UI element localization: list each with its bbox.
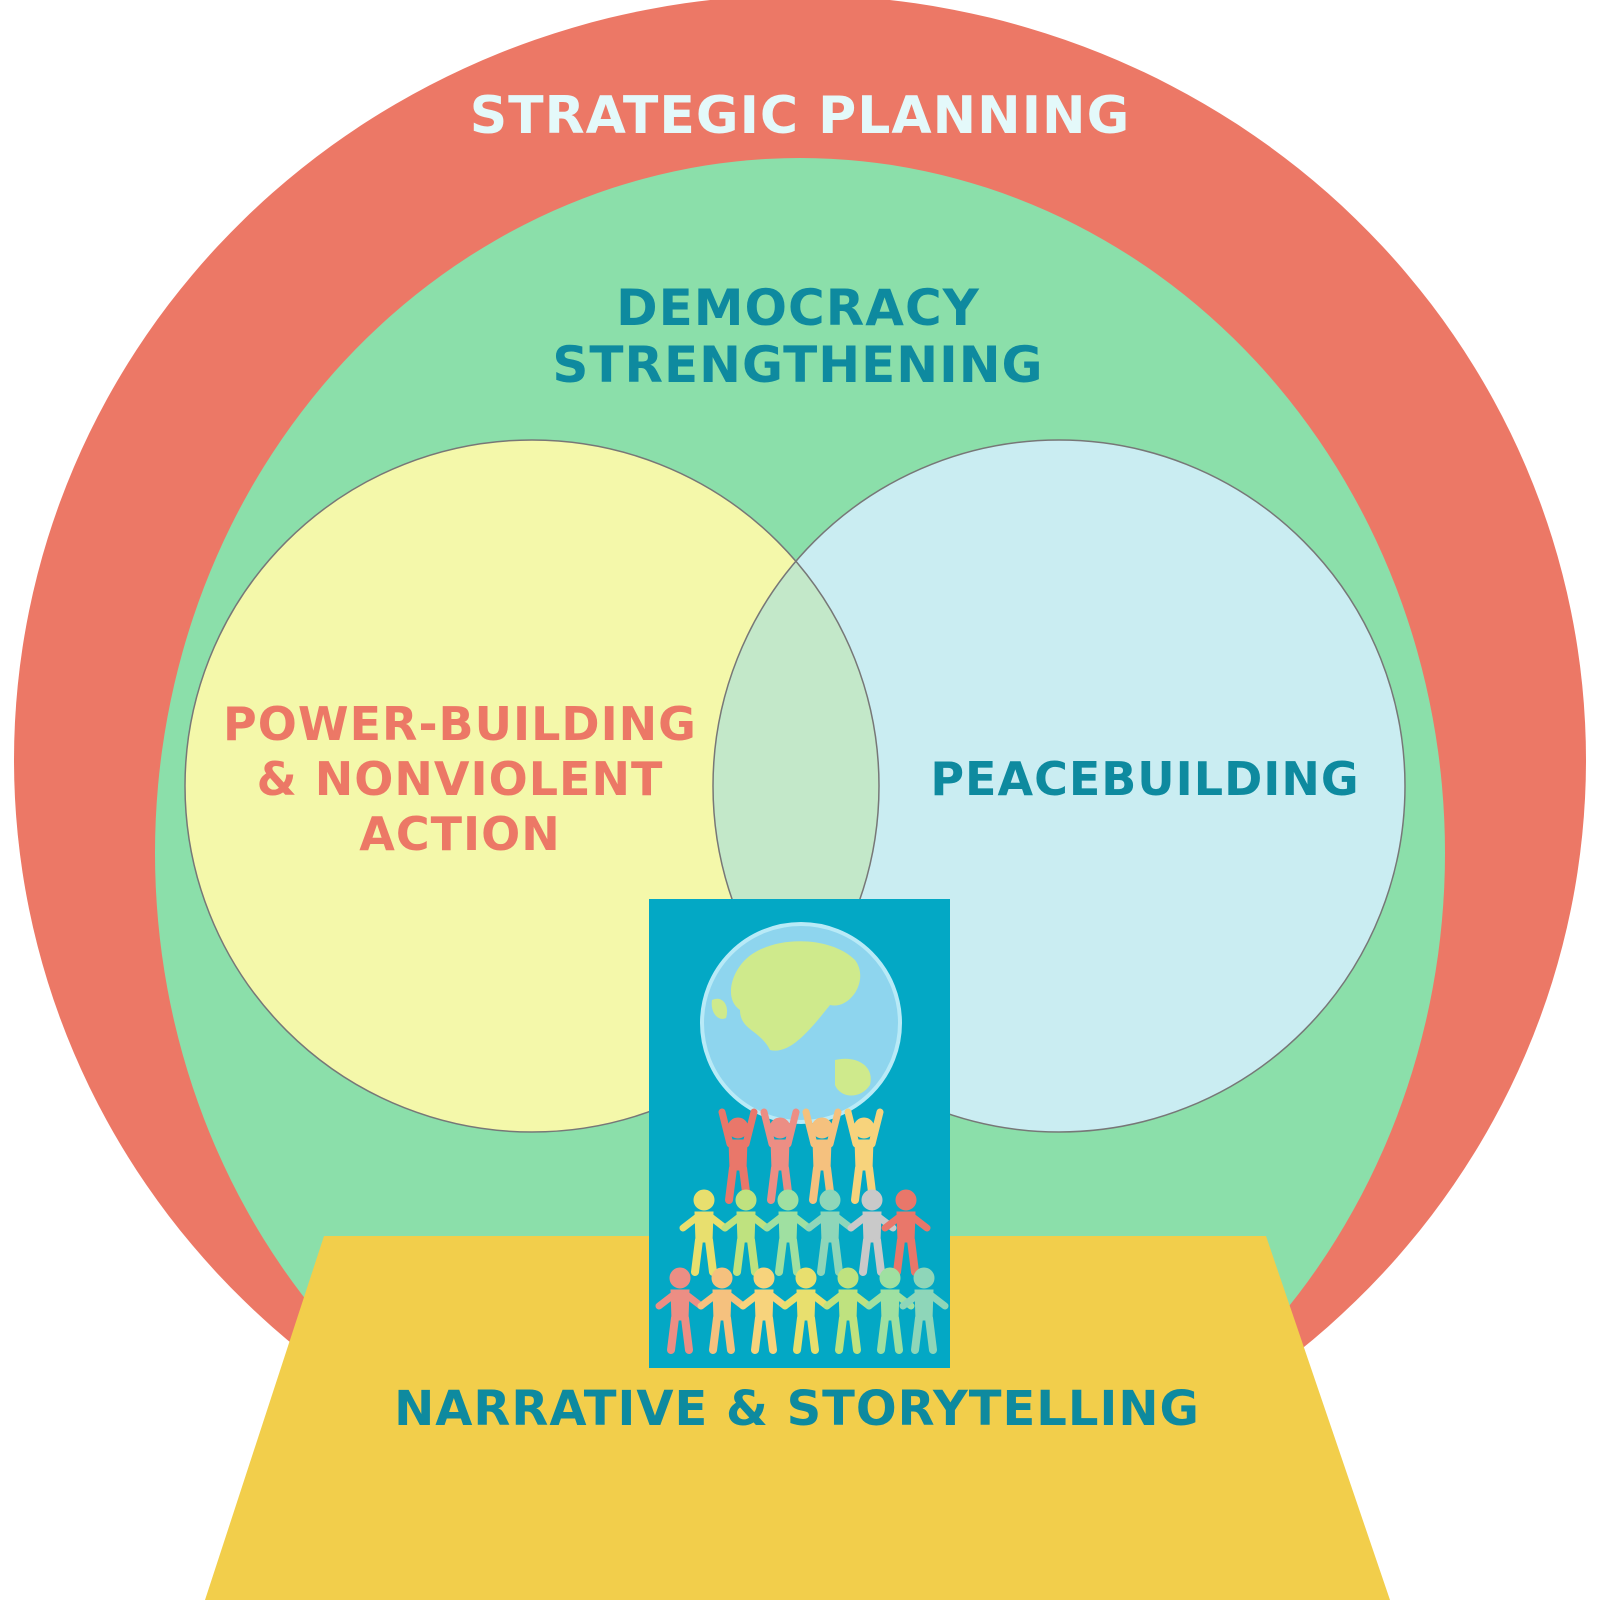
continent-shape: [835, 1058, 871, 1096]
power-building-label-line2: & NONVIOLENT: [257, 752, 664, 806]
democracy-label-line1: DEMOCRACY: [616, 279, 980, 337]
power-building-label-line3: ACTION: [359, 807, 560, 861]
continent-shape: [711, 998, 728, 1019]
democracy-label-line2: STRENGTHENING: [552, 336, 1043, 394]
person-figure: [718, 1108, 758, 1204]
narrative-storytelling-label: NARRATIVE & STORYTELLING: [394, 1381, 1200, 1437]
peacebuilding-outline: [712, 439, 1406, 1133]
globe-people-illustration: [649, 899, 950, 1368]
person-figure: [721, 1189, 771, 1276]
continent-shape: [730, 941, 861, 1051]
peacebuilding-label: PEACEBUILDING: [930, 752, 1359, 806]
person-figure: [899, 1267, 949, 1354]
person-figure: [763, 1189, 813, 1276]
power-building-outline: [184, 439, 880, 1133]
person-figure: [805, 1189, 855, 1276]
person-figure: [881, 1189, 931, 1276]
power-building-label-line1: POWER-BUILDING: [223, 697, 697, 751]
people-chain-icon: [655, 1108, 949, 1354]
person-figure: [823, 1267, 873, 1354]
narrative-pedestal: [205, 1236, 1390, 1600]
person-figure: [655, 1267, 705, 1354]
person-figure: [781, 1267, 831, 1354]
person-figure: [802, 1108, 842, 1204]
person-figure: [679, 1189, 729, 1276]
strategic-planning-label: STRATEGIC PLANNING: [470, 86, 1131, 146]
person-figure: [865, 1267, 915, 1354]
